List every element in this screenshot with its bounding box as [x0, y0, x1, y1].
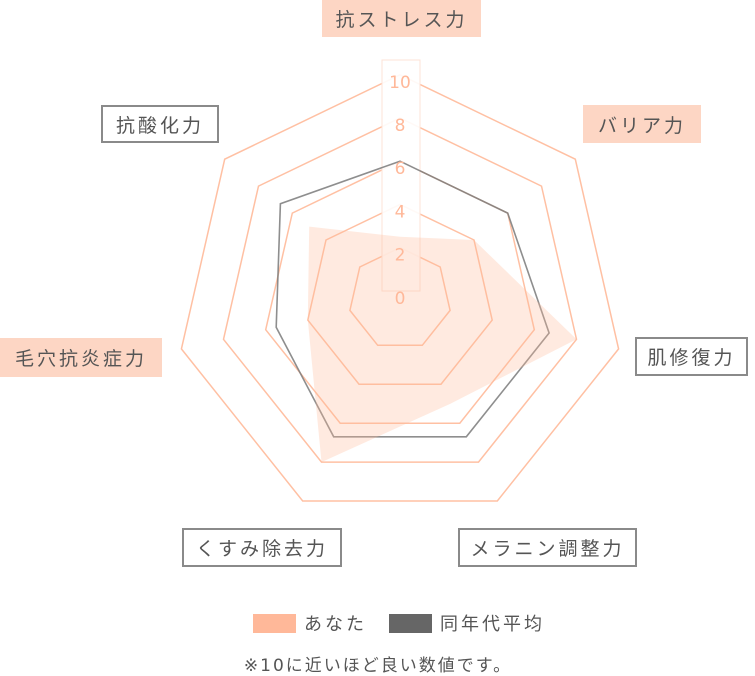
tick-label-8: 8	[395, 116, 406, 136]
legend-label-average: 同年代平均	[440, 614, 545, 635]
axis-label-antioxidant: 抗酸化力	[101, 105, 219, 143]
axis-label-pore: 毛穴抗炎症力	[0, 338, 162, 377]
chart-legend: あなた 同年代平均	[253, 612, 545, 635]
grid-ring-8	[222, 117, 578, 463]
axis-label-melanin: メラニン調整力	[458, 528, 637, 567]
grid-ring-2	[349, 246, 451, 347]
tick-label-6: 6	[395, 159, 406, 179]
grid-ring-4	[306, 203, 494, 385]
tick-label-2: 2	[395, 246, 406, 266]
legend-swatch-you	[253, 613, 296, 633]
series-line-average	[275, 160, 550, 438]
axis-label-skin-repair: 肌修復力	[635, 337, 748, 376]
legend-label-you: あなた	[304, 614, 367, 635]
axis-label-stress: 抗ストレス力	[322, 0, 481, 37]
series-area-you	[307, 226, 577, 463]
grid-ring-6	[264, 160, 536, 424]
tick-label-4: 4	[395, 202, 406, 222]
grid-ring-10	[180, 73, 620, 502]
axis-label-barrier: バリア力	[583, 105, 701, 143]
tick-label-0: 0	[395, 289, 406, 309]
tick-label-10: 10	[389, 73, 411, 93]
axis-label-dullness: くすみ除去力	[182, 528, 342, 567]
tick-backdrop	[381, 59, 421, 292]
legend-swatch-average	[389, 613, 432, 633]
footer-note: ※10に近いほど良い数値です。	[243, 656, 513, 676]
